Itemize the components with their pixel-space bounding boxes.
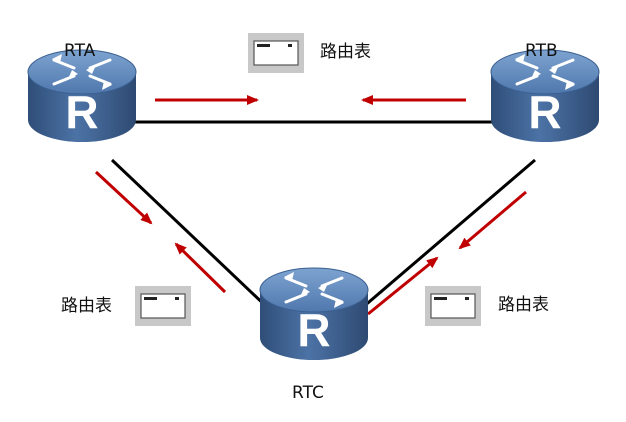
arrow-rta-down xyxy=(94,170,153,225)
link-rtb-rtc xyxy=(361,158,536,310)
router-rtb-icon xyxy=(489,48,601,144)
routing-table-right-icon xyxy=(424,285,482,327)
arrow-rtb-down xyxy=(458,190,527,250)
router-rtc-label: RTC xyxy=(292,383,324,403)
router-rta-icon xyxy=(26,48,138,144)
routing-table-left-icon xyxy=(134,285,192,327)
routing-table-top-icon xyxy=(247,32,305,74)
routing-table-left-label: 路由表 xyxy=(61,296,112,316)
router-rtb-label: RTB xyxy=(525,41,558,61)
router-rtc-icon xyxy=(258,266,370,362)
routing-table-right-label: 路由表 xyxy=(498,295,549,315)
router-rta-label: RTA xyxy=(64,41,96,61)
links xyxy=(110,120,536,312)
route-arrows xyxy=(94,95,527,316)
link-rta-rtc xyxy=(110,158,272,312)
routing-table-top-label: 路由表 xyxy=(320,42,371,62)
arrow-rtc-up-left xyxy=(174,242,227,294)
arrow-rtc-up-right xyxy=(367,256,439,316)
